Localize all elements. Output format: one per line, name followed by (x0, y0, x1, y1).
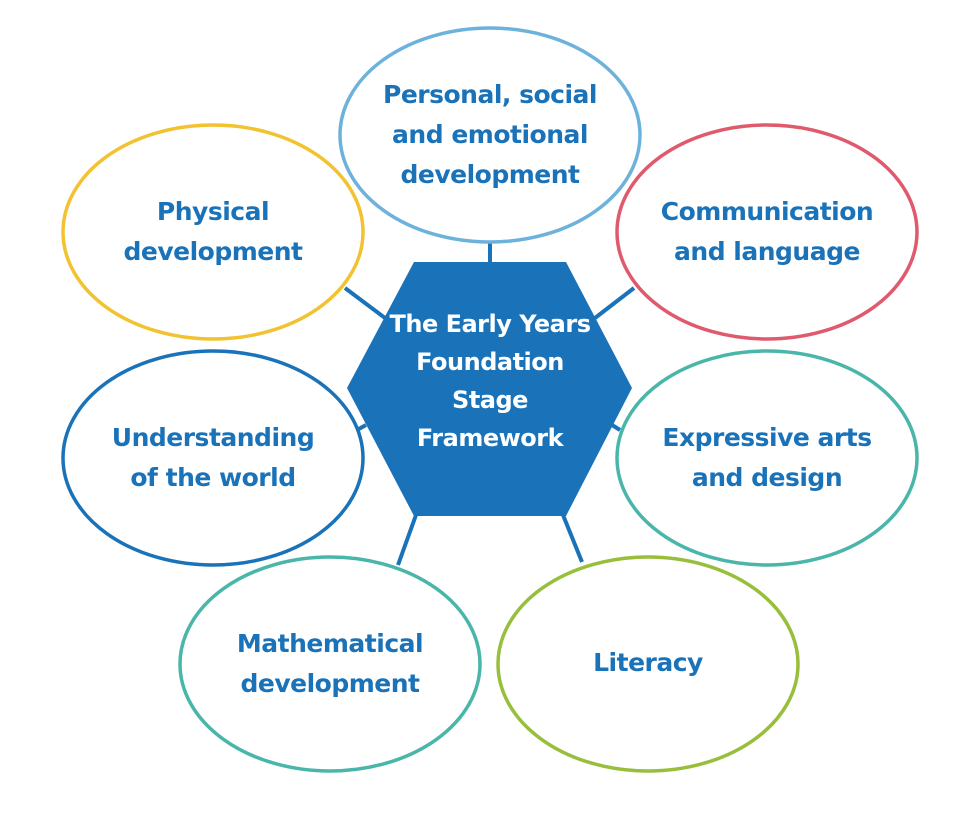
area-ellipse (178, 555, 482, 773)
area-label-line: and emotional (392, 120, 588, 149)
area-label-line: Mathematical (237, 629, 423, 658)
connectors (343, 243, 636, 566)
center-label-line: The Early Years (389, 310, 590, 338)
area-label-line: and design (692, 463, 842, 492)
center-label-line: Foundation (416, 348, 564, 376)
area-label-line: Personal, social (383, 80, 597, 109)
center-label-line: Framework (417, 424, 565, 452)
area-expressive-arts-design: Expressive arts and design (615, 349, 919, 567)
area-ellipse (615, 349, 919, 567)
area-label-line: Expressive arts (662, 423, 871, 452)
area-label-line: development (124, 237, 304, 266)
area-label-line: Literacy (593, 648, 703, 677)
area-ellipse (615, 123, 919, 341)
area-personal-social-emotional: Personal, social and emotional development (338, 26, 642, 244)
area-mathematical-development: Mathematical development (178, 555, 482, 773)
center-label-line: Stage (452, 386, 528, 414)
area-label-line: Understanding (112, 423, 314, 452)
area-label-line: development (241, 669, 421, 698)
connector-line (610, 423, 622, 432)
area-literacy: Literacy (496, 555, 800, 773)
area-label-line: and language (674, 237, 860, 266)
center-hexagon (347, 262, 632, 516)
area-label-line: of the world (130, 463, 295, 492)
connector-line (561, 514, 584, 563)
area-physical-development: Physical development (61, 123, 365, 341)
learning-areas: Personal, social and emotional development… (61, 26, 919, 773)
connector-line (593, 286, 636, 320)
area-label-line: development (401, 160, 581, 189)
area-label-line: Physical (157, 197, 269, 226)
area-understanding-world: Understanding of the world (61, 349, 365, 567)
area-label-line: Communication (661, 197, 873, 226)
connector-line (396, 514, 418, 566)
area-ellipse (496, 555, 800, 773)
area-ellipse (61, 123, 365, 341)
area-ellipse (338, 26, 642, 244)
area-communication-language: Communication and language (615, 123, 919, 341)
connector-line (343, 286, 387, 320)
area-ellipse (61, 349, 365, 567)
